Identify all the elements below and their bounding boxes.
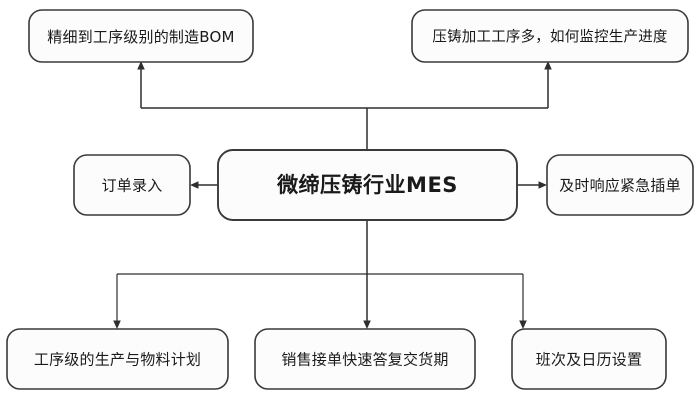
node-shift-calendar-settings[interactable]: 班次及日历设置 bbox=[511, 328, 667, 390]
node-production-material-plan[interactable]: 工序级的生产与物料计划 bbox=[6, 328, 229, 390]
node-manufacturing-bom[interactable]: 精细到工序级别的制造BOM bbox=[28, 9, 254, 63]
node-process-monitoring[interactable]: 压铸加工工序多，如何监控生产进度 bbox=[411, 9, 689, 63]
node-urgent-order-response-label: 及时响应紧急插单 bbox=[559, 177, 681, 195]
node-order-entry[interactable]: 订单录入 bbox=[73, 154, 191, 216]
node-process-monitoring-shape[interactable] bbox=[411, 9, 689, 63]
node-shift-calendar-settings-shape[interactable] bbox=[511, 328, 667, 390]
arrow-head-sales-delivery bbox=[363, 320, 371, 329]
node-sales-delivery-reply-label: 销售接单快速答复交货期 bbox=[281, 351, 448, 369]
node-production-material-plan-label: 工序级的生产与物料计划 bbox=[34, 351, 201, 369]
arrow-head-manufacturing-bom bbox=[137, 61, 145, 70]
node-center-mes-shape[interactable] bbox=[217, 149, 518, 221]
node-process-monitoring-label: 压铸加工工序多，如何监控生产进度 bbox=[432, 29, 667, 46]
node-order-entry-shape[interactable] bbox=[73, 154, 191, 216]
node-urgent-order-response[interactable]: 及时响应紧急插单 bbox=[546, 154, 694, 216]
node-center-mes-label: 微缔压铸行业MES bbox=[276, 173, 458, 197]
arrow-head-order-entry bbox=[190, 181, 199, 189]
node-sales-delivery-reply[interactable]: 销售接单快速答复交货期 bbox=[254, 328, 476, 390]
node-manufacturing-bom-label: 精细到工序级别的制造BOM bbox=[47, 28, 234, 46]
node-manufacturing-bom-shape[interactable] bbox=[28, 9, 254, 63]
node-sales-delivery-reply-shape[interactable] bbox=[254, 328, 476, 390]
node-production-material-plan-shape[interactable] bbox=[6, 328, 229, 390]
arrow-head-shift-calendar bbox=[519, 320, 527, 329]
arrow-head-urgent-order bbox=[538, 181, 547, 189]
arrow-head-process-monitoring bbox=[544, 61, 552, 70]
arrow-head-production-material-plan bbox=[113, 320, 121, 329]
node-center-mes[interactable]: 微缔压铸行业MES bbox=[217, 149, 518, 221]
node-shift-calendar-settings-label: 班次及日历设置 bbox=[536, 351, 642, 369]
node-urgent-order-response-shape[interactable] bbox=[546, 154, 694, 216]
node-order-entry-label: 订单录入 bbox=[102, 177, 163, 195]
